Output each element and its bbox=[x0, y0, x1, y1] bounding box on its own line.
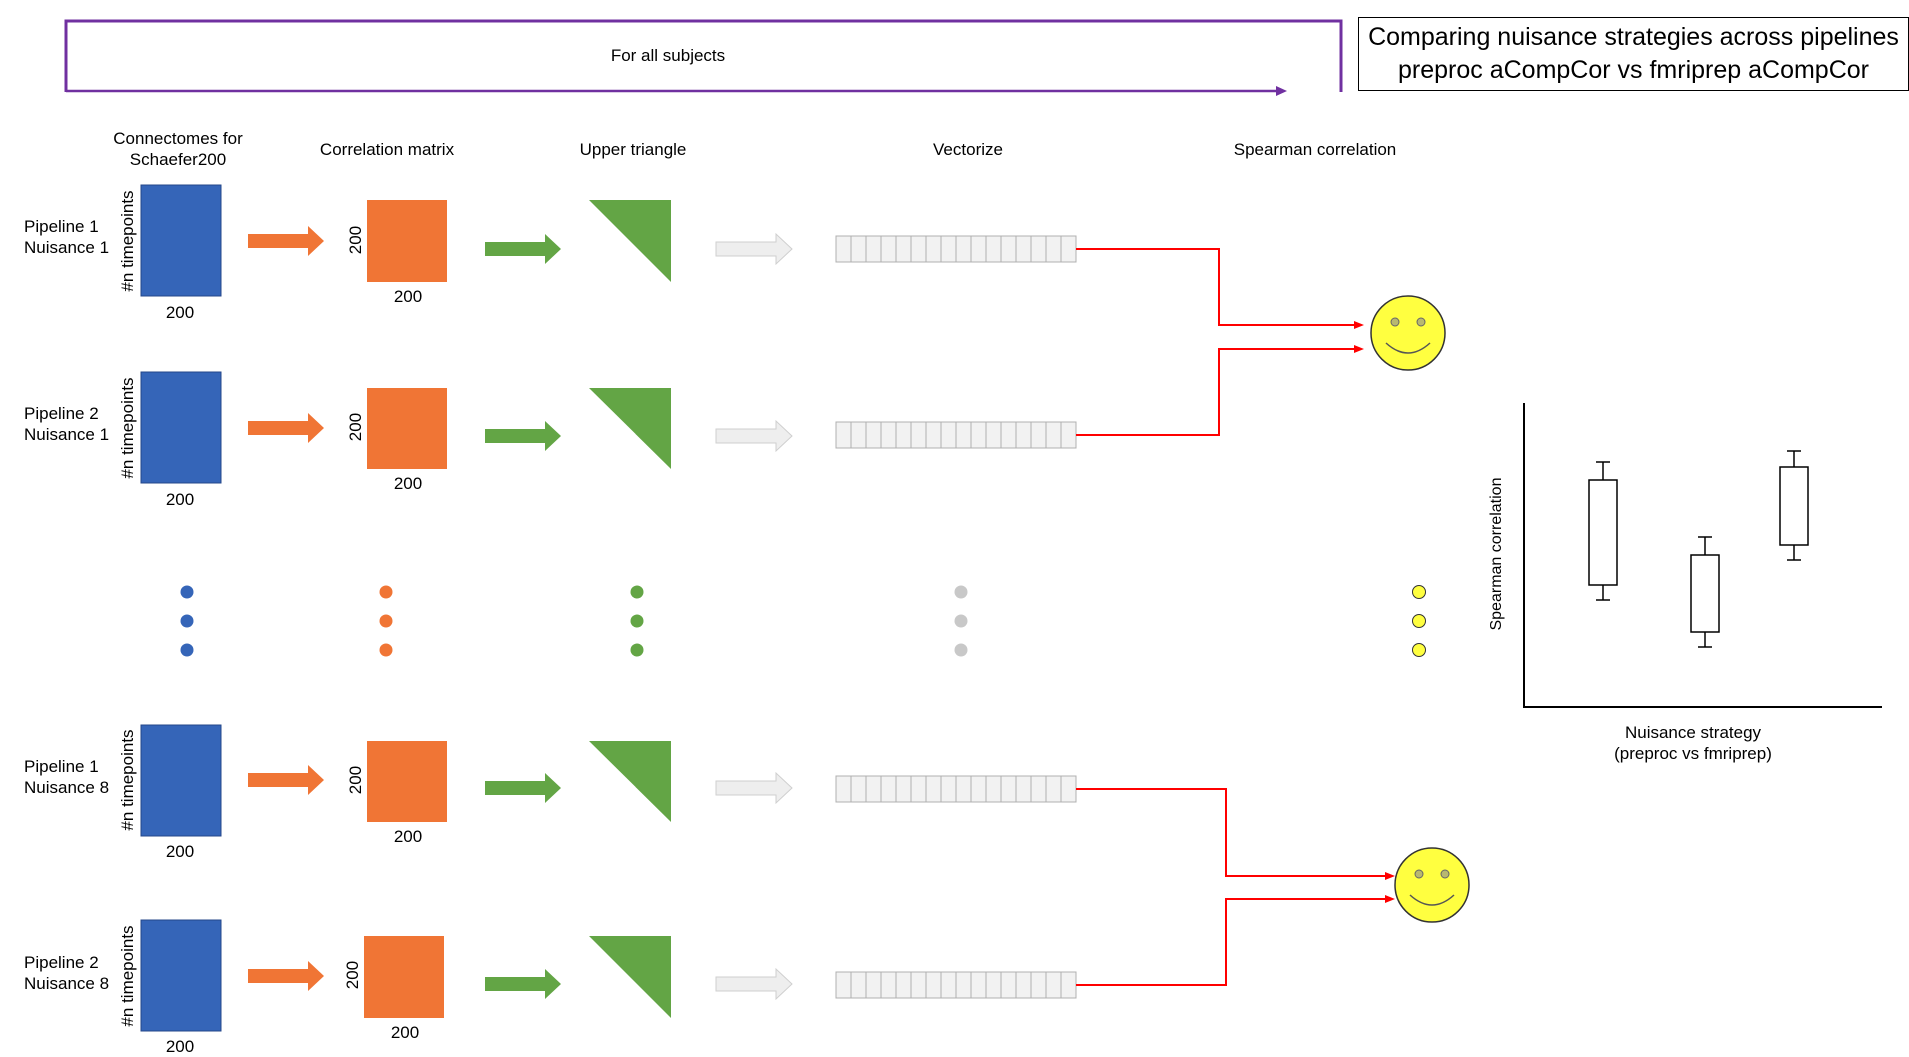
boxplot-ylabel: Spearman correlation bbox=[1488, 477, 1505, 631]
row-3-connectome-block bbox=[140, 724, 222, 837]
boxplot-box-2 bbox=[1690, 554, 1720, 633]
row-3-nuisance: Nuisance 8 bbox=[24, 778, 110, 797]
smiley-top-left-eye bbox=[1390, 317, 1400, 327]
loop-bracket bbox=[64, 19, 1343, 92]
header-vectorize: Vectorize bbox=[933, 140, 1003, 159]
ellipsis-green-dot bbox=[630, 643, 644, 657]
boxplot-xlabel-line2: (preproc vs fmriprep) bbox=[1614, 744, 1772, 763]
row-4-arrow-gray bbox=[715, 967, 793, 1001]
row-2-arrow-green bbox=[485, 421, 561, 451]
row-1-nuisance: Nuisance 1 bbox=[24, 238, 110, 257]
row-4-arrow-orange bbox=[248, 961, 324, 991]
ellipsis-blue-dot bbox=[180, 585, 194, 599]
row-3-arrow-green bbox=[485, 773, 561, 803]
row-4-matrix-200-bottom: 200 bbox=[390, 1023, 420, 1042]
boxplot-xlabel-line1: Nuisance strategy bbox=[1624, 723, 1762, 742]
row-2-connectome-block bbox=[140, 371, 222, 484]
row-3-timepoints-label: #n timepoints bbox=[118, 729, 137, 831]
ellipsis-gray-dot bbox=[954, 614, 968, 628]
ellipsis-yellow-dot bbox=[1412, 585, 1426, 599]
loop-arrowhead bbox=[1276, 86, 1287, 96]
header-connectomes-line2: Schaefer200 bbox=[129, 150, 227, 169]
row-3-correlation-matrix bbox=[367, 741, 447, 822]
boxplot-box-1 bbox=[1588, 479, 1618, 586]
ellipsis-blue-dot bbox=[180, 643, 194, 657]
row-3-pipeline: Pipeline 1 bbox=[24, 757, 99, 776]
row-2-upper-triangle bbox=[589, 388, 671, 469]
row-2-matrix-200-bottom: 200 bbox=[393, 474, 423, 493]
ellipsis-orange-dot bbox=[379, 643, 393, 657]
row-3-matrix-200-bottom: 200 bbox=[393, 827, 423, 846]
row-1-timepoints-label: #n timepoints bbox=[118, 190, 137, 292]
smiley-top-mouth bbox=[1385, 342, 1431, 354]
row-1-connectome-block bbox=[140, 184, 222, 297]
row-2-timepoints-label: #n timepoints bbox=[118, 377, 137, 479]
boxplot-box-3 bbox=[1779, 466, 1809, 546]
ellipsis-orange-dot bbox=[379, 614, 393, 628]
smiley-bottom-mouth bbox=[1409, 894, 1455, 906]
row-1-matrix-200-side: 200 bbox=[346, 225, 365, 255]
ellipsis-yellow-dot bbox=[1412, 643, 1426, 657]
connector-row-1-arrowhead bbox=[1354, 321, 1364, 329]
row-4-connectome-block bbox=[140, 919, 222, 1032]
connector-row-2-arrowhead bbox=[1354, 345, 1364, 353]
row-1-arrow-green bbox=[485, 234, 561, 264]
connector-row-1 bbox=[1076, 248, 1356, 326]
row-3-connectome-200: 200 bbox=[165, 842, 195, 861]
row-1-connectome-200: 200 bbox=[165, 303, 195, 322]
connector-row-3 bbox=[1076, 788, 1387, 877]
row-2-correlation-matrix bbox=[367, 388, 447, 469]
smiley-bottom-right-eye bbox=[1440, 869, 1450, 879]
title-box: Comparing nuisance strategies across pip… bbox=[1358, 17, 1909, 91]
ellipsis-gray-dot bbox=[954, 585, 968, 599]
header-correlation-matrix: Correlation matrix bbox=[319, 140, 455, 159]
row-2-arrow-gray bbox=[715, 419, 793, 453]
smiley-top-right-eye bbox=[1416, 317, 1426, 327]
smiley-bottom bbox=[1394, 847, 1470, 923]
ellipsis-gray-dot bbox=[954, 643, 968, 657]
row-4-arrow-green bbox=[485, 969, 561, 999]
smiley-top bbox=[1370, 295, 1446, 371]
header-spearman: Spearman correlation bbox=[1233, 140, 1397, 159]
row-4-upper-triangle bbox=[589, 936, 671, 1018]
connector-row-2 bbox=[1076, 348, 1356, 436]
row-4-correlation-matrix bbox=[364, 936, 444, 1018]
row-4-nuisance: Nuisance 8 bbox=[24, 974, 110, 993]
smiley-bottom-left-eye bbox=[1414, 869, 1424, 879]
row-2-arrow-orange bbox=[248, 413, 324, 443]
row-2-nuisance: Nuisance 1 bbox=[24, 425, 110, 444]
row-3-upper-triangle bbox=[589, 741, 671, 822]
row-2-connectome-200: 200 bbox=[165, 490, 195, 509]
connector-row-4-arrowhead bbox=[1385, 895, 1395, 903]
row-3-arrow-gray bbox=[715, 771, 793, 805]
loop-label: For all subjects bbox=[610, 46, 726, 65]
header-upper-triangle: Upper triangle bbox=[579, 140, 687, 159]
ellipsis-yellow-dot bbox=[1412, 614, 1426, 628]
row-1-arrow-gray bbox=[715, 232, 793, 266]
ellipsis-orange-dot bbox=[379, 585, 393, 599]
title-line-2: preproc aCompCor vs fmriprep aCompCor bbox=[1398, 56, 1869, 84]
row-1-correlation-matrix bbox=[367, 200, 447, 282]
row-4-connectome-200: 200 bbox=[165, 1037, 195, 1056]
row-1-matrix-200-bottom: 200 bbox=[393, 287, 423, 306]
title-line-1: Comparing nuisance strategies across pip… bbox=[1368, 23, 1899, 51]
row-4-pipeline: Pipeline 2 bbox=[24, 953, 99, 972]
header-connectomes-line1: Connectomes for bbox=[113, 129, 243, 148]
row-1-upper-triangle bbox=[589, 200, 671, 282]
ellipsis-green-dot bbox=[630, 614, 644, 628]
row-2-matrix-200-side: 200 bbox=[346, 412, 365, 442]
row-2-pipeline: Pipeline 2 bbox=[24, 404, 99, 423]
ellipsis-green-dot bbox=[630, 585, 644, 599]
row-1-arrow-orange bbox=[248, 226, 324, 256]
boxplot-axes bbox=[1523, 403, 1882, 708]
ellipsis-blue-dot bbox=[180, 614, 194, 628]
connector-row-3-arrowhead bbox=[1385, 872, 1395, 880]
connector-row-4 bbox=[1076, 898, 1387, 986]
row-4-matrix-200-side: 200 bbox=[343, 960, 362, 990]
row-1-pipeline: Pipeline 1 bbox=[24, 217, 99, 236]
row-4-timepoints-label: #n timepoints bbox=[118, 925, 137, 1027]
row-3-matrix-200-side: 200 bbox=[346, 765, 365, 795]
row-3-arrow-orange bbox=[248, 765, 324, 795]
